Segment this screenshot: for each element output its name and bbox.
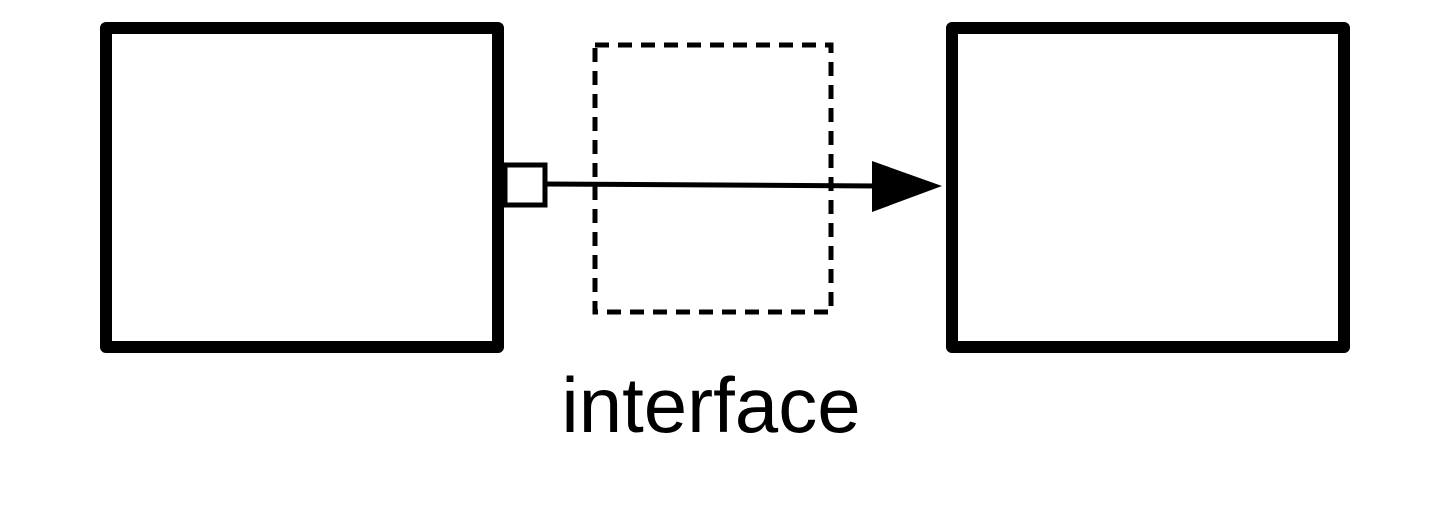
interface-dashed-box bbox=[592, 42, 834, 315]
port-square bbox=[502, 162, 548, 208]
connection-arrow-line bbox=[544, 181, 879, 189]
right-component-box bbox=[946, 22, 1350, 353]
interface-label: interface bbox=[561, 361, 860, 449]
left-component-box bbox=[100, 22, 504, 353]
connection-arrow-head bbox=[872, 161, 942, 212]
